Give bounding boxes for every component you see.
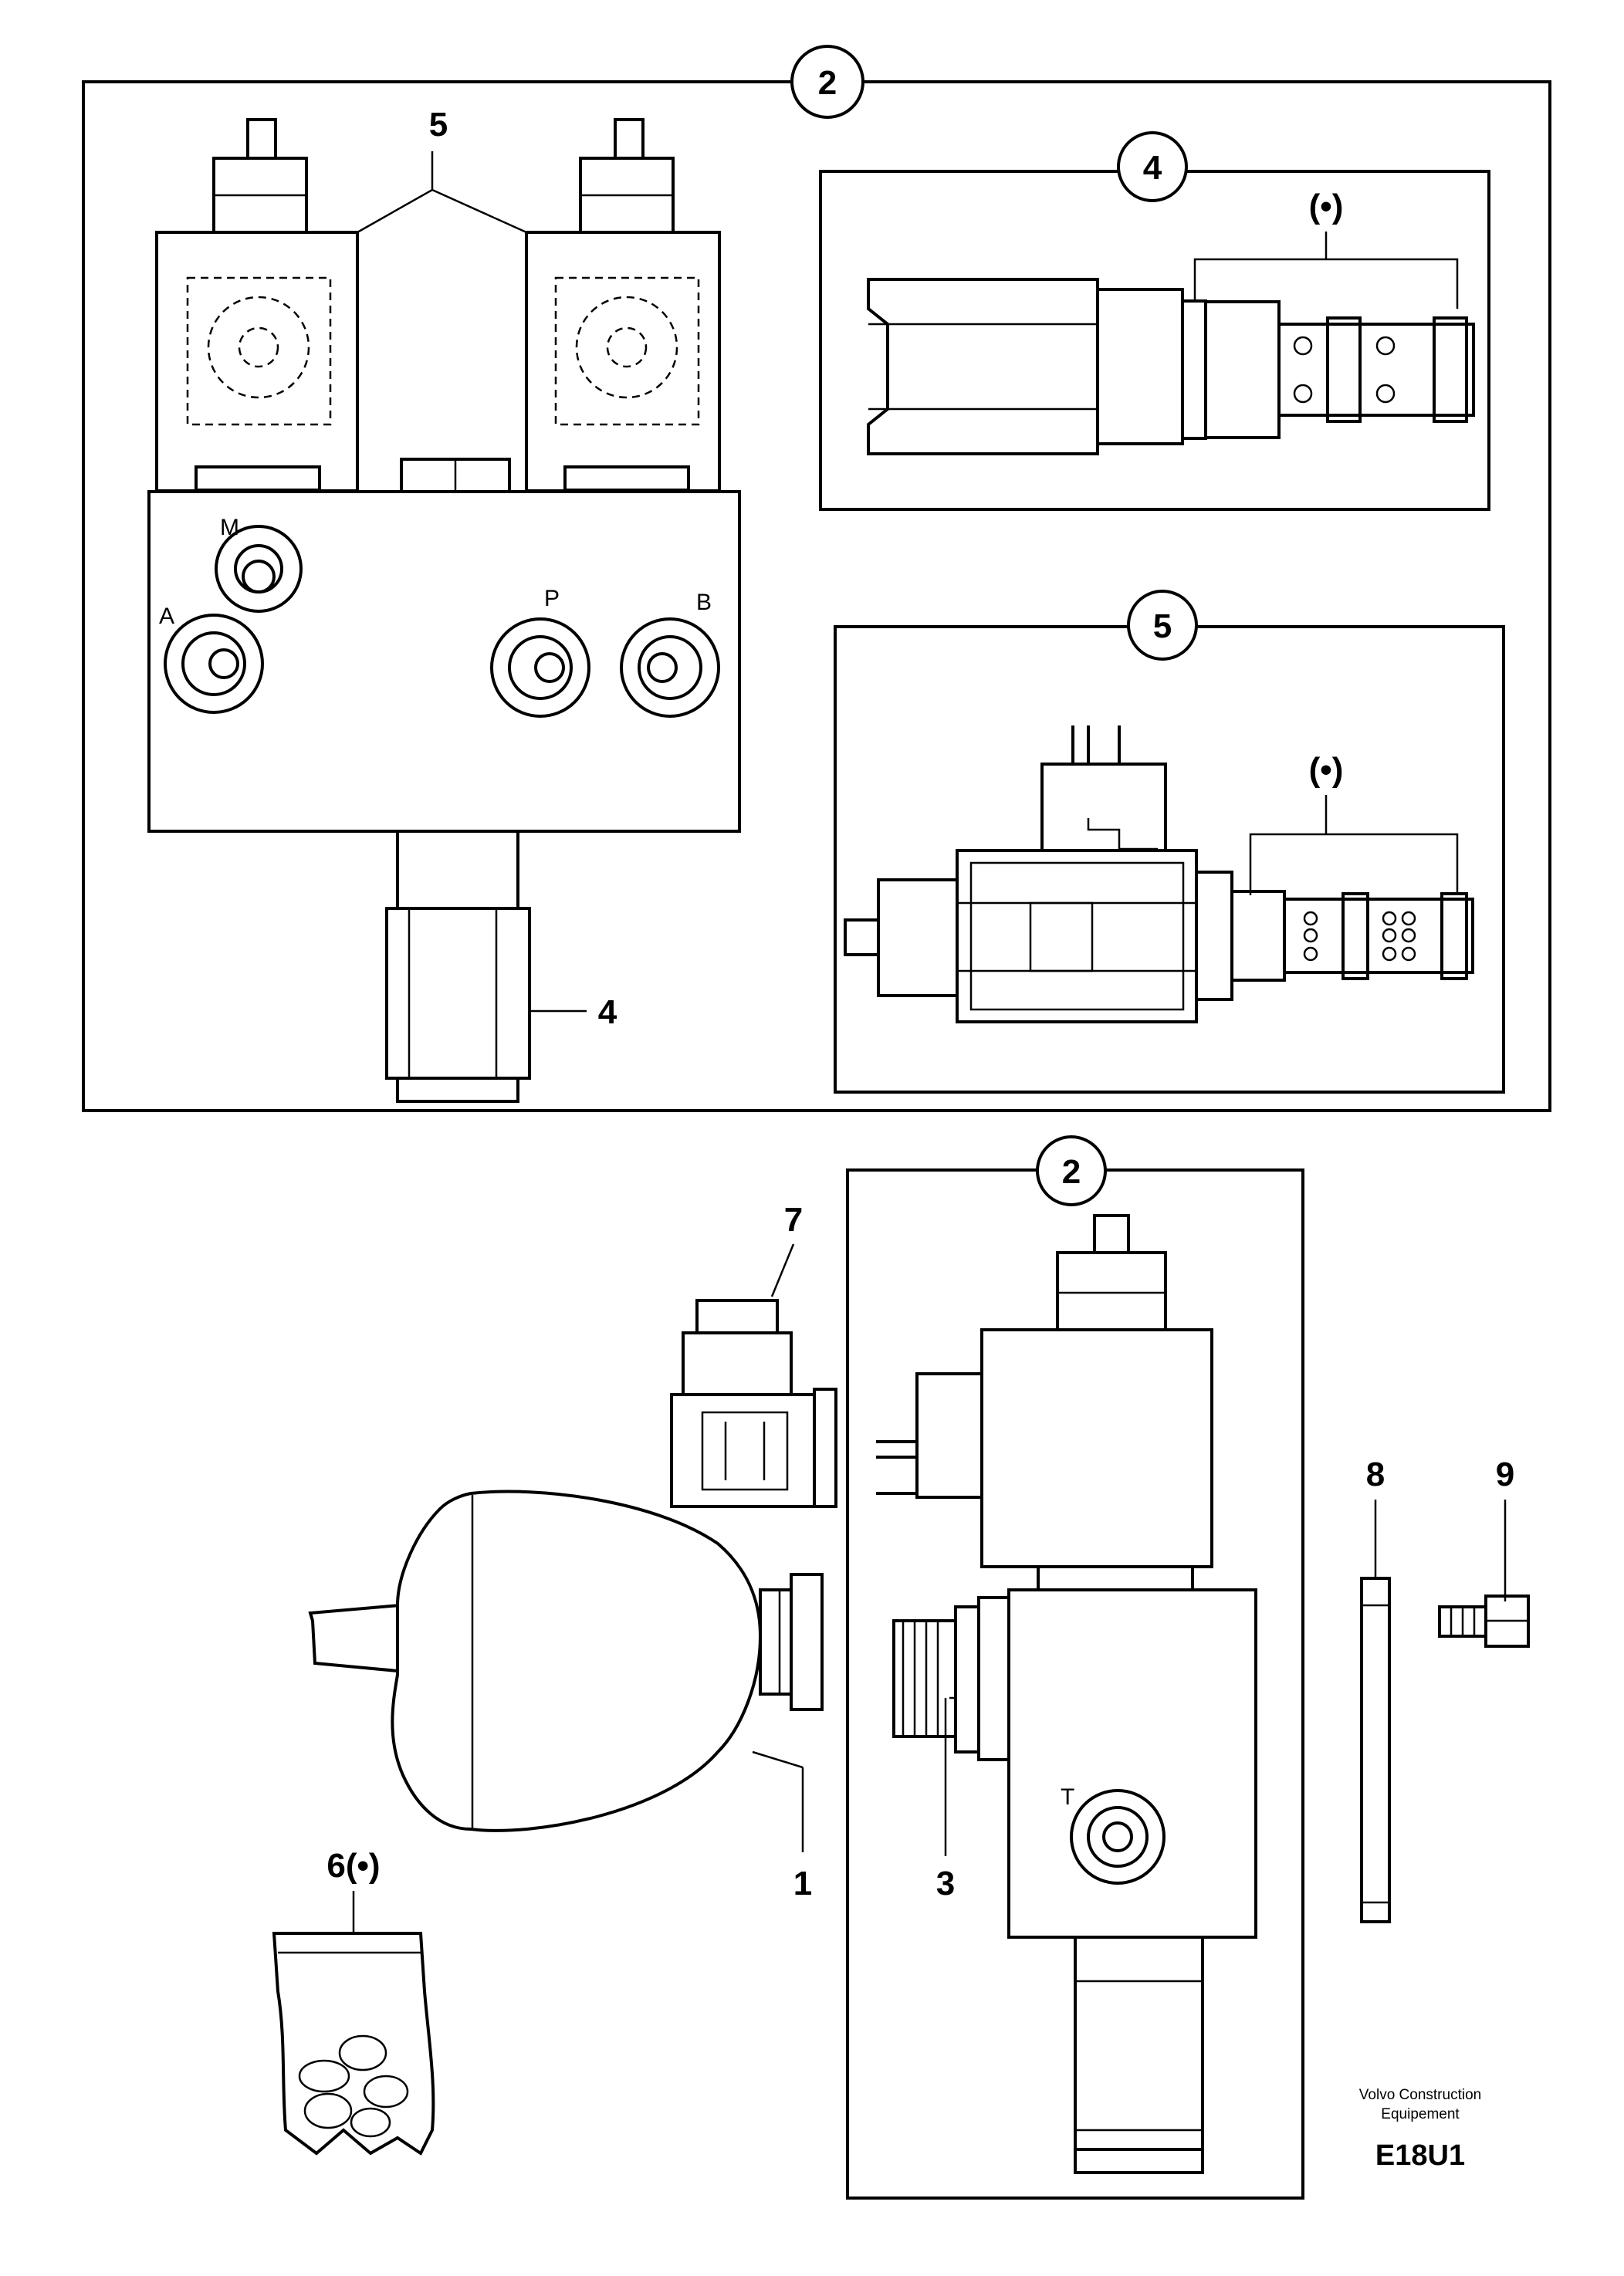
connector: 7 [670,1201,837,1508]
credit-line-2: Equipement [1381,2106,1460,2122]
callout-detail-4: 4 [1143,149,1162,187]
accumulator: 1 [308,1490,824,1902]
lower-assembly-frame: 2 [846,1135,1304,2200]
upper-assembly-frame: 2 [82,45,1551,1112]
credit-line-1: Volvo Construction [1359,2087,1481,2103]
port-label-m: M [220,515,239,540]
drawing-code: E18U1 [1375,2139,1465,2172]
detail-5-solenoid-cartridge [844,725,1474,1023]
detail-4-frame: 4 (•) [819,131,1490,511]
callout-detail-4-note: (•) [1309,188,1344,225]
callout-lower-frame: 2 [1062,1153,1081,1191]
callout-solenoid-group: 5 [429,106,448,144]
callout-fitting: 3 [936,1865,955,1902]
seal-kit: 6(•) [272,1847,435,2156]
lower-valve-assembly: T 3 [876,1214,1257,2174]
washer: 8 [1360,1456,1391,1923]
callout-detail-5: 5 [1153,607,1172,645]
port-label-b: B [696,590,712,615]
left-solenoid [155,118,359,492]
callout-cartridge: 4 [598,993,617,1031]
callout-washer: 8 [1366,1456,1385,1493]
bottom-cartridge: 4 [385,830,617,1103]
bolt: 9 [1438,1456,1530,1648]
callout-accumulator: 1 [793,1865,812,1902]
detail-4-cartridge [867,278,1475,455]
callout-bolt: 9 [1496,1456,1514,1493]
callout-upper-frame: 2 [818,64,837,102]
detail-5-frame: 5 (•) [834,590,1505,1094]
solenoid-callout: 5 [357,106,527,234]
credit-block: Volvo Construction Equipement E18U1 [1359,2087,1481,2172]
port-label-a: A [159,604,174,629]
right-solenoid [525,118,721,492]
callout-seal-kit: 6(•) [326,1847,380,1885]
valve-block: M A P B [147,490,741,833]
port-label-t: T [1061,1784,1074,1810]
port-label-p: P [544,586,560,611]
callout-detail-5-note: (•) [1309,751,1344,789]
callout-connector: 7 [784,1201,803,1239]
